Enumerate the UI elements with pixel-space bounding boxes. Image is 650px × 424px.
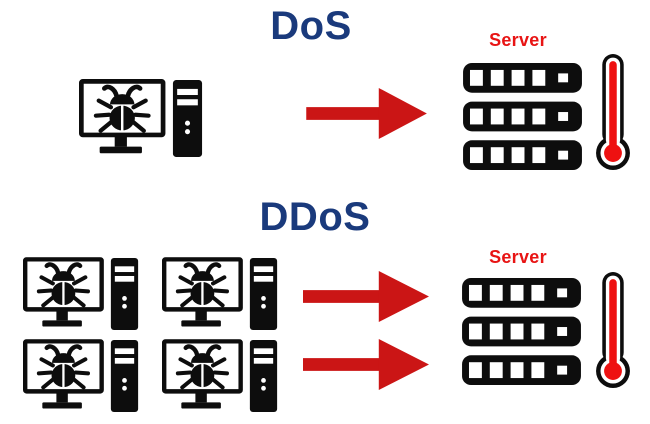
infected-computer-icon	[23, 257, 139, 331]
server-label: Server	[489, 30, 547, 50]
infected-computer-icon	[162, 257, 278, 331]
dos-title: DoS	[270, 4, 352, 48]
infected-computer-icon	[162, 339, 278, 413]
red-arrow-icon	[303, 338, 430, 391]
server-label: Server	[489, 247, 547, 267]
red-arrow-icon	[303, 270, 430, 323]
ddos-title: DDoS	[259, 195, 371, 239]
infected-computer-icon	[23, 339, 139, 413]
thermometer-icon	[596, 272, 630, 388]
server-rack-icon	[462, 278, 581, 385]
